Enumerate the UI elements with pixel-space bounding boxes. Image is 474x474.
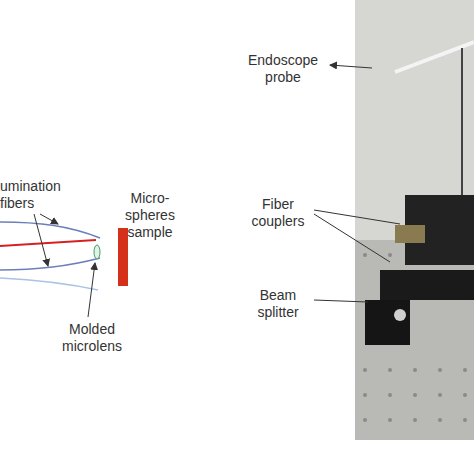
leader-line xyxy=(314,214,390,262)
leader-line xyxy=(88,263,95,317)
fiber-line xyxy=(0,258,100,270)
part-label: Micro-spheres sample xyxy=(106,190,194,241)
leader-line xyxy=(314,300,368,302)
microlens xyxy=(94,245,100,259)
fiber-line xyxy=(0,222,100,238)
leader-line xyxy=(330,65,372,68)
sample xyxy=(118,228,128,286)
leader-line xyxy=(40,214,58,224)
part-label: Molded microlens xyxy=(50,321,134,355)
base xyxy=(380,270,474,300)
part-label: Endoscope probe xyxy=(240,52,326,86)
coupler xyxy=(395,225,425,243)
part-label: umination fibers xyxy=(0,178,74,212)
leader-line xyxy=(34,214,48,266)
fiber-core xyxy=(0,240,96,246)
fiber-line xyxy=(0,278,98,290)
optical-table xyxy=(355,240,474,440)
knob xyxy=(394,309,406,321)
beam-splitter xyxy=(365,300,410,345)
part-label: Fiber couplers xyxy=(244,196,312,230)
stand xyxy=(461,48,463,200)
part-label: Beam splitter xyxy=(244,287,312,321)
